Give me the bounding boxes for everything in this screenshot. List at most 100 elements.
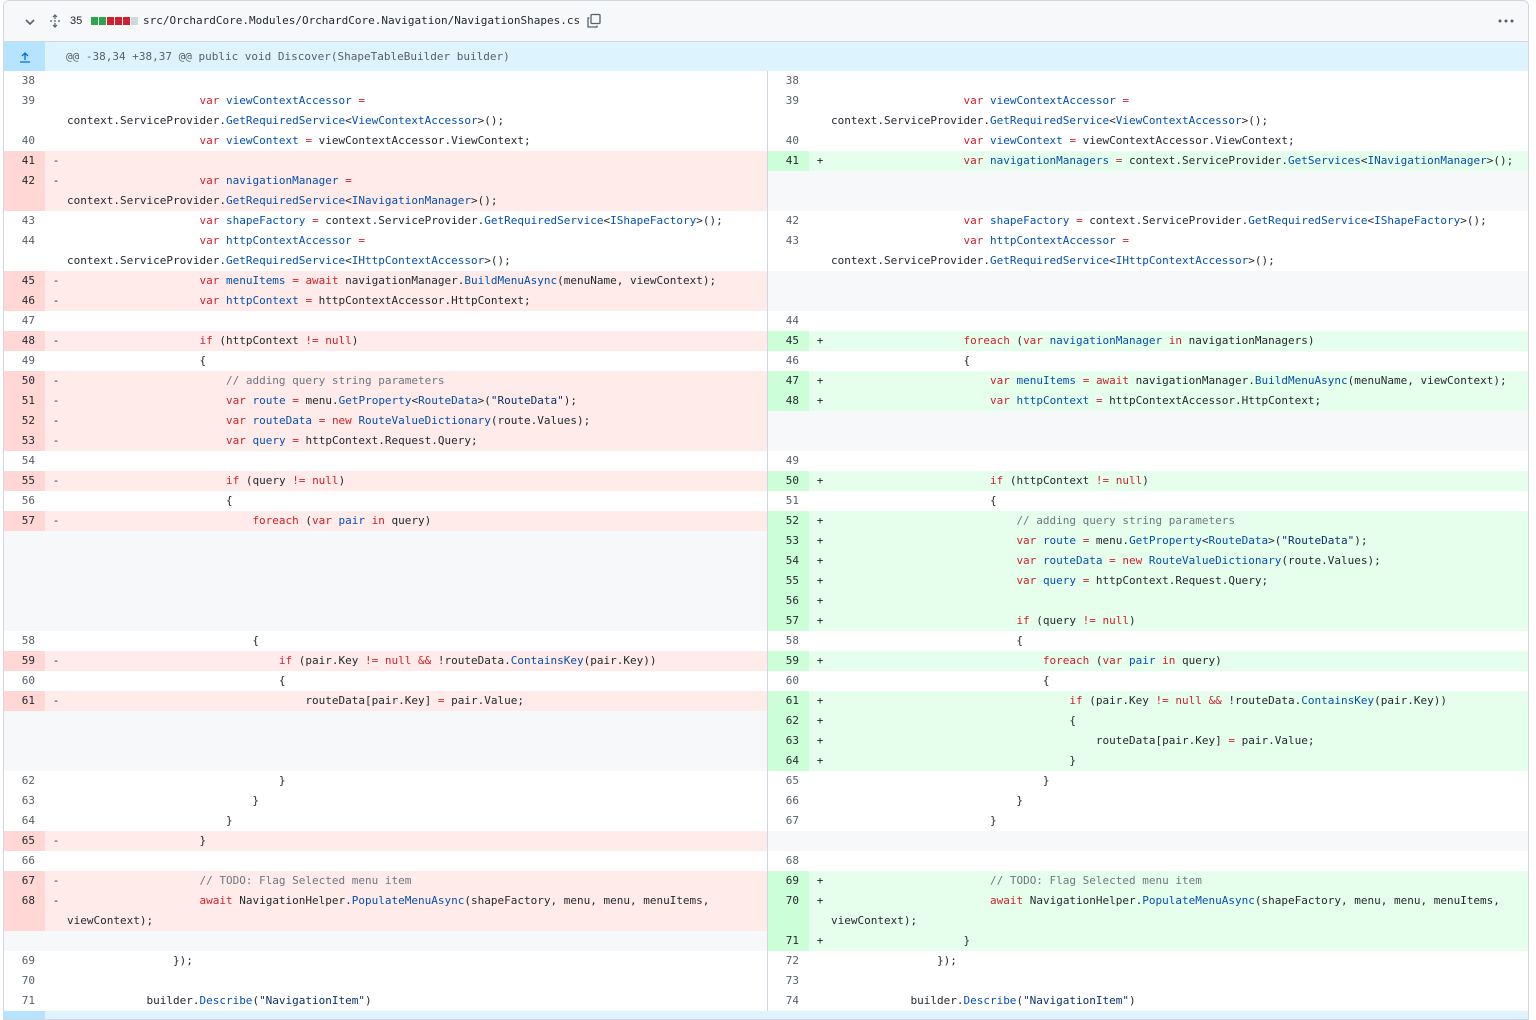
line-number[interactable]: 65: [785, 774, 799, 787]
copy-icon[interactable]: [586, 13, 602, 29]
line-number: [768, 411, 809, 431]
unfold-icon[interactable]: [47, 13, 63, 29]
line-number[interactable]: 61: [768, 691, 809, 711]
line-number[interactable]: 67: [4, 871, 45, 891]
line-number[interactable]: 59: [4, 651, 45, 671]
line-number[interactable]: 70: [768, 891, 809, 931]
diff-marker: -: [52, 874, 60, 887]
line-number[interactable]: 41: [768, 151, 809, 171]
line-number[interactable]: 54: [768, 551, 809, 571]
line-number[interactable]: 55: [4, 471, 45, 491]
line-number[interactable]: 56: [21, 494, 35, 507]
line-number[interactable]: 69: [768, 871, 809, 891]
line-number[interactable]: 43: [21, 214, 35, 227]
line-number[interactable]: 69: [21, 954, 35, 967]
line-number[interactable]: 46: [4, 291, 45, 311]
line-number[interactable]: 48: [768, 391, 809, 411]
line-number[interactable]: 60: [785, 674, 799, 687]
code-text: foreach (var navigationManager in naviga…: [963, 334, 1315, 347]
line-number[interactable]: 43: [785, 234, 799, 247]
line-number[interactable]: 64: [768, 751, 809, 771]
line-number[interactable]: 42: [4, 171, 45, 211]
line-number[interactable]: 40: [21, 134, 35, 147]
line-number[interactable]: 54: [21, 454, 35, 467]
line-number[interactable]: 74: [785, 994, 799, 1007]
line-number[interactable]: 67: [785, 814, 799, 827]
line-number[interactable]: 71: [21, 994, 35, 1007]
line-number[interactable]: 53: [4, 431, 45, 451]
left-deleted-line: 46- var httpContext = httpContextAccesso…: [4, 291, 767, 311]
line-number[interactable]: 61: [4, 691, 45, 711]
line-number[interactable]: 44: [785, 314, 799, 327]
line-number[interactable]: 51: [785, 494, 799, 507]
diff-row: 66 68: [4, 851, 1528, 871]
line-number[interactable]: 65: [4, 831, 45, 851]
line-number[interactable]: 53: [768, 531, 809, 551]
line-number[interactable]: 70: [21, 974, 35, 987]
line-number[interactable]: 50: [4, 371, 45, 391]
line-number[interactable]: 57: [768, 611, 809, 631]
right-context-line: 38: [767, 71, 1528, 91]
code-text: [831, 271, 1528, 291]
line-number[interactable]: 49: [785, 454, 799, 467]
line-number[interactable]: 42: [785, 214, 799, 227]
line-number[interactable]: 39: [21, 94, 35, 107]
line-number[interactable]: 38: [21, 74, 35, 87]
line-number[interactable]: 55: [768, 571, 809, 591]
diff-row: 63+ routeData[pair.Key] = pair.Value;: [4, 731, 1528, 751]
line-number[interactable]: 50: [768, 471, 809, 491]
diff-marker: [809, 211, 831, 231]
diff-marker: [45, 91, 67, 131]
diff-marker: [809, 831, 831, 851]
left-context-line: 58 {: [4, 631, 767, 651]
line-number[interactable]: 39: [785, 94, 799, 107]
line-number[interactable]: 44: [21, 234, 35, 247]
right-empty-line: [767, 271, 1528, 291]
line-number[interactable]: 38: [785, 74, 799, 87]
line-number[interactable]: 72: [785, 954, 799, 967]
right-context-line: 67 }: [767, 811, 1528, 831]
line-number[interactable]: 49: [21, 354, 35, 367]
line-number[interactable]: 57: [4, 511, 45, 531]
line-number[interactable]: 52: [768, 511, 809, 531]
line-number[interactable]: 62: [21, 774, 35, 787]
line-number[interactable]: 62: [768, 711, 809, 731]
chevron-down-icon[interactable]: [22, 14, 38, 30]
line-number[interactable]: 63: [768, 731, 809, 751]
line-number[interactable]: 52: [4, 411, 45, 431]
line-number[interactable]: 71: [768, 931, 809, 951]
diffstat-block: [91, 17, 98, 25]
expand-down-icon[interactable]: [4, 1011, 45, 1019]
line-number[interactable]: 68: [4, 891, 45, 931]
line-number[interactable]: 66: [785, 794, 799, 807]
left-empty-line: [4, 751, 767, 771]
line-number[interactable]: 51: [4, 391, 45, 411]
expand-up-icon[interactable]: [4, 42, 45, 71]
line-number[interactable]: 40: [785, 134, 799, 147]
line-number[interactable]: 66: [21, 854, 35, 867]
code-text: [67, 611, 767, 631]
diff-marker: -: [52, 174, 60, 187]
line-number[interactable]: 59: [768, 651, 809, 671]
kebab-horizontal-icon[interactable]: [1496, 13, 1516, 29]
line-number[interactable]: 60: [21, 674, 35, 687]
line-number[interactable]: 41: [4, 151, 45, 171]
line-number[interactable]: 68: [785, 854, 799, 867]
line-number[interactable]: 64: [21, 814, 35, 827]
line-number[interactable]: 63: [21, 794, 35, 807]
line-number[interactable]: 56: [768, 591, 809, 611]
left-empty-line: [4, 551, 767, 571]
file-path[interactable]: src/OrchardCore.Modules/OrchardCore.Navi…: [143, 14, 581, 27]
line-number[interactable]: 47: [21, 314, 35, 327]
line-number[interactable]: 58: [785, 634, 799, 647]
diff-row: 52- var routeData = new RouteValueDictio…: [4, 411, 1528, 431]
line-number[interactable]: 58: [21, 634, 35, 647]
line-number[interactable]: 46: [785, 354, 799, 367]
left-context-line: 39 var viewContextAccessor = context.Ser…: [4, 91, 767, 131]
line-number[interactable]: 47: [768, 371, 809, 391]
line-number[interactable]: 73: [785, 974, 799, 987]
code-text: routeData[pair.Key] = pair.Value;: [67, 694, 524, 707]
line-number[interactable]: 45: [4, 271, 45, 291]
line-number[interactable]: 48: [4, 331, 45, 351]
line-number[interactable]: 45: [768, 331, 809, 351]
